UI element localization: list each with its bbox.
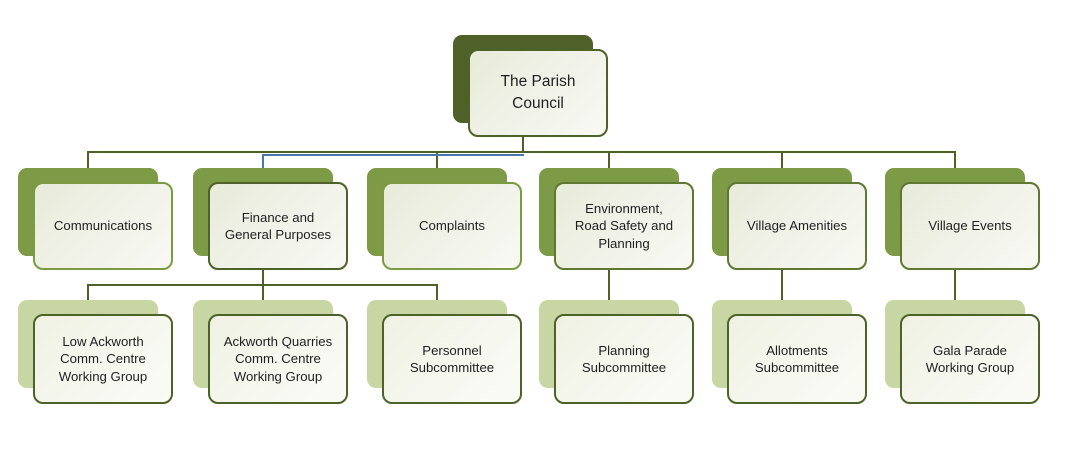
- node-card: Low Ackworth Comm. Centre Working Group: [33, 314, 173, 404]
- org-node-finance-general-purposes[interactable]: Finance and General Purposes: [193, 168, 348, 272]
- org-node-complaints[interactable]: Complaints: [367, 168, 522, 272]
- org-node-planning-subcommittee[interactable]: Planning Subcommittee: [539, 300, 694, 404]
- org-node-allotments-subcommittee[interactable]: Allotments Subcommittee: [712, 300, 867, 404]
- node-card: Communications: [33, 182, 173, 270]
- node-label: Gala Parade Working Group: [925, 342, 1015, 375]
- node-label: Environment, Road Safety and Planning: [574, 200, 674, 251]
- node-label: Ackworth Quarries Comm. Centre Working G…: [223, 333, 333, 384]
- node-label: Allotments Subcommittee: [754, 342, 840, 375]
- node-label: Complaints: [419, 218, 485, 234]
- org-node-environment-road-safety-planning[interactable]: Environment, Road Safety and Planning: [539, 168, 694, 272]
- node-card: Environment, Road Safety and Planning: [554, 182, 694, 270]
- node-card: Ackworth Quarries Comm. Centre Working G…: [208, 314, 348, 404]
- node-card: Village Events: [900, 182, 1040, 270]
- org-node-ackworth-quarries-working-group[interactable]: Ackworth Quarries Comm. Centre Working G…: [193, 300, 348, 404]
- node-label: Village Events: [928, 218, 1012, 234]
- org-node-personnel-subcommittee[interactable]: Personnel Subcommittee: [367, 300, 522, 404]
- node-label: The Parish Council: [500, 72, 576, 112]
- org-node-communications[interactable]: Communications: [18, 168, 173, 272]
- connector-green-tree: [87, 136, 956, 301]
- connector-blue-finance: [262, 154, 524, 171]
- node-card: Personnel Subcommittee: [382, 314, 522, 404]
- node-label: Finance and General Purposes: [224, 209, 332, 242]
- node-card: Gala Parade Working Group: [900, 314, 1040, 404]
- node-label: Planning Subcommittee: [581, 342, 667, 375]
- node-label: Personnel Subcommittee: [409, 342, 495, 375]
- node-label: Village Amenities: [746, 218, 848, 234]
- node-card: Allotments Subcommittee: [727, 314, 867, 404]
- node-card: Finance and General Purposes: [208, 182, 348, 270]
- node-card: Planning Subcommittee: [554, 314, 694, 404]
- node-label: Communications: [53, 218, 153, 234]
- node-card: Complaints: [382, 182, 522, 270]
- node-card: Village Amenities: [727, 182, 867, 270]
- node-card: The Parish Council: [468, 49, 608, 137]
- org-node-village-amenities[interactable]: Village Amenities: [712, 168, 867, 272]
- org-node-gala-parade-working-group[interactable]: Gala Parade Working Group: [885, 300, 1040, 404]
- org-node-village-events[interactable]: Village Events: [885, 168, 1040, 272]
- node-label: Low Ackworth Comm. Centre Working Group: [58, 333, 148, 384]
- org-node-parish-council[interactable]: The Parish Council: [453, 35, 608, 139]
- org-node-low-ackworth-working-group[interactable]: Low Ackworth Comm. Centre Working Group: [18, 300, 173, 404]
